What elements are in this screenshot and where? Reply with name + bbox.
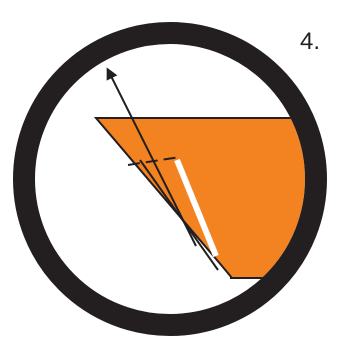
step-number: 4. [300,30,320,54]
